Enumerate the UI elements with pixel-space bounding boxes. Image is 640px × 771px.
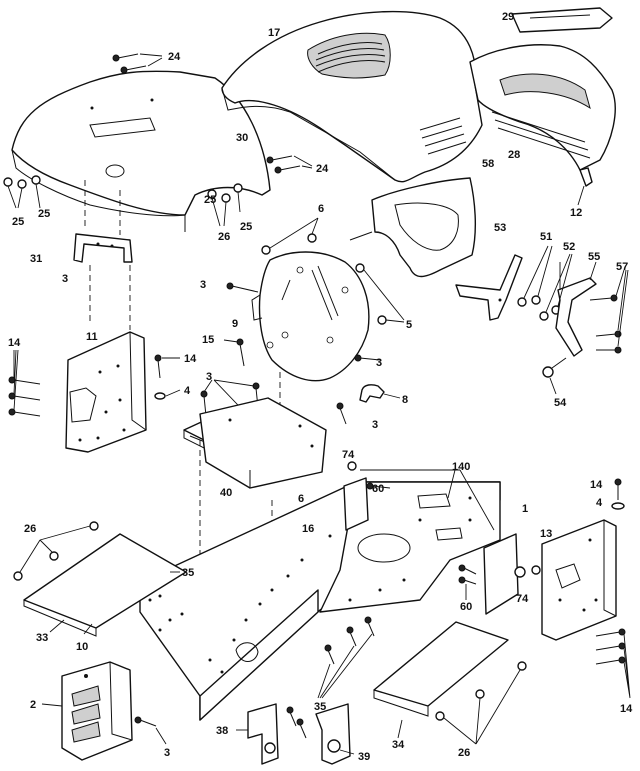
callout-3: 3 — [376, 357, 382, 369]
callout-13: 13 — [540, 528, 552, 540]
callout-140: 140 — [452, 461, 470, 473]
callout-30: 30 — [236, 132, 248, 144]
part-2-front-bracket — [41, 661, 167, 761]
callout-25: 25 — [240, 221, 252, 233]
callout-2: 2 — [30, 699, 36, 711]
callout-3: 3 — [206, 371, 212, 383]
part-33-deflector — [13, 521, 187, 637]
part-58-shroud — [349, 177, 476, 278]
part-6-nut-top — [261, 217, 319, 255]
part-17-hood — [221, 10, 483, 183]
callout-10: 10 — [76, 641, 88, 653]
callout-12: 12 — [570, 207, 582, 219]
callout-6: 6 — [318, 203, 324, 215]
callout-29: 29 — [502, 11, 514, 23]
callout-14: 14 — [8, 337, 21, 349]
callout-6: 6 — [298, 493, 304, 505]
part-12-clip — [577, 167, 593, 206]
callout-60: 60 — [460, 601, 472, 613]
bolt-3-lower — [336, 402, 347, 425]
callout-14: 14 — [620, 703, 633, 715]
callout-74: 74 — [516, 593, 529, 605]
callout-55: 55 — [588, 251, 600, 263]
part-9-firewall — [251, 251, 370, 382]
bolt-3-upper — [226, 282, 259, 293]
callout-3: 3 — [62, 273, 68, 285]
callout-28: 28 — [508, 149, 520, 161]
callout-31: 31 — [30, 253, 42, 265]
callout-16: 16 — [302, 523, 314, 535]
callout-38: 38 — [216, 725, 228, 737]
callout-9: 9 — [232, 318, 238, 330]
callout-17: 17 — [268, 27, 280, 39]
callout-33: 33 — [36, 632, 48, 644]
parts-15-14-4 — [154, 338, 245, 400]
bolts-14-left — [8, 349, 41, 417]
callout-25: 25 — [38, 208, 50, 220]
callout-34: 34 — [392, 739, 405, 751]
nuts-25-left — [3, 175, 41, 209]
bolts-24-right — [266, 155, 313, 174]
callout-35: 35 — [182, 567, 194, 579]
callout-40: 40 — [220, 487, 232, 499]
part-34-footrest — [373, 621, 527, 745]
callout-53: 53 — [494, 222, 506, 234]
part-11-left-panel — [65, 331, 147, 453]
callout-51: 51 — [540, 231, 552, 243]
callout-14: 14 — [590, 479, 603, 491]
callout-25: 25 — [12, 216, 24, 228]
part-1-main-frame — [139, 481, 501, 721]
callout-39: 39 — [358, 751, 370, 763]
callout-74: 74 — [342, 449, 355, 461]
callout-15: 15 — [202, 334, 214, 346]
callout-24: 24 — [316, 163, 329, 175]
callout-58: 58 — [482, 158, 494, 170]
callout-60: 60 — [372, 483, 384, 495]
parts-14-4-right — [611, 478, 625, 510]
callout-26: 26 — [24, 523, 36, 535]
callout-3: 3 — [164, 747, 170, 759]
part-13-right-panel — [541, 519, 617, 641]
part-31-bracket — [73, 233, 133, 263]
callout-8: 8 — [402, 394, 408, 406]
callout-26: 26 — [218, 231, 230, 243]
part-8-clamp — [359, 384, 401, 403]
parts-35-38-39 — [236, 616, 375, 765]
callout-52: 52 — [563, 241, 575, 253]
callout-4: 4 — [596, 497, 603, 509]
bolts-14-right — [595, 628, 631, 699]
callout-14: 14 — [184, 353, 197, 365]
callout-26: 26 — [458, 747, 470, 759]
part-6-pan — [199, 397, 327, 489]
part-28-grille — [469, 44, 616, 171]
callout-5: 5 — [406, 319, 412, 331]
callout-25: 25 — [204, 194, 216, 206]
callout-1: 1 — [522, 503, 528, 515]
callout-4: 4 — [184, 385, 191, 397]
assembly-lines — [84, 180, 281, 560]
bolt-3-right — [354, 354, 381, 362]
parts-51-52-55-57 — [517, 245, 629, 357]
bolts-24-top — [112, 53, 163, 74]
nuts-5 — [355, 263, 405, 325]
callout-24: 24 — [168, 51, 181, 63]
callout-35: 35 — [314, 701, 326, 713]
part-30-dash-panel — [11, 70, 271, 232]
callout-57: 57 — [616, 261, 628, 273]
callout-3: 3 — [372, 419, 378, 431]
nuts-25-right — [207, 183, 243, 227]
callout-3: 3 — [200, 279, 206, 291]
part-29-grille-top — [511, 7, 613, 33]
callout-54: 54 — [554, 397, 567, 409]
part-53-bracket — [455, 254, 523, 321]
part-54-bushing — [542, 357, 567, 395]
callout-labels: 29 17 24 30 28 24 25 25 25 26 25 58 12 6… — [8, 11, 633, 763]
part-140-brackets — [343, 461, 541, 615]
callout-11: 11 — [86, 331, 98, 343]
